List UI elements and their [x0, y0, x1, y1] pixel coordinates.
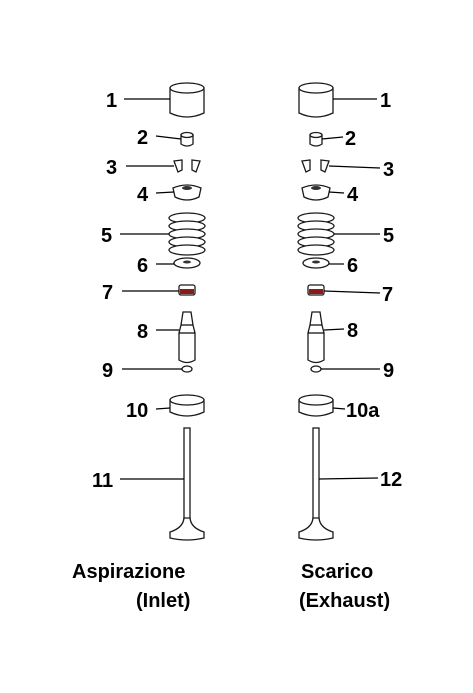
- inlet-valve: [169, 427, 205, 541]
- exhaust-caption-italian: Scarico: [301, 561, 373, 583]
- inlet-caption-english: (Inlet): [136, 590, 190, 612]
- exhaust-label-10a: 10a: [346, 400, 380, 422]
- exhaust-label-12: 12: [380, 469, 402, 491]
- exhaust-label-1: 1: [380, 90, 391, 112]
- inlet-tappet-bucket: [169, 82, 205, 118]
- exhaust-tappet-bucket: [298, 82, 334, 118]
- inlet-label-4: 4: [137, 184, 149, 206]
- exhaust-valve-spring: [297, 212, 335, 256]
- exhaust-valve: [298, 427, 334, 541]
- inlet-label-8: 8: [137, 321, 148, 343]
- exhaust-label-9: 9: [383, 360, 394, 382]
- exhaust-label-3: 3: [383, 159, 394, 181]
- exhaust-label-6: 6: [347, 255, 358, 277]
- exhaust-label-4: 4: [347, 184, 359, 206]
- inlet-valve-seat: [169, 394, 205, 417]
- exhaust-circlip: [310, 365, 322, 373]
- inlet-caption-italian: Aspirazione: [72, 561, 185, 583]
- inlet-label-3: 3: [106, 157, 117, 179]
- inlet-shim: [180, 131, 194, 147]
- inlet-label-9: 9: [102, 360, 113, 382]
- inlet-label-5: 5: [101, 225, 112, 247]
- inlet-label-10: 10: [126, 400, 148, 422]
- inlet-valve-seal: [178, 284, 196, 296]
- inlet-valve-collets: [173, 159, 201, 173]
- inlet-label-2: 2: [137, 127, 148, 149]
- inlet-label-1: 1: [106, 90, 117, 112]
- inlet-valve-spring: [168, 212, 206, 256]
- inlet-valve-guide: [178, 311, 196, 364]
- exhaust-valve-seat: [298, 394, 334, 417]
- exhaust-spring-retainer: [301, 184, 331, 201]
- exhaust-valve-guide: [307, 311, 325, 364]
- inlet-label-7: 7: [102, 282, 113, 304]
- inlet-leader-lines: [120, 98, 184, 480]
- inlet-label-6: 6: [137, 255, 148, 277]
- inlet-spring-seat: [173, 257, 201, 269]
- exhaust-caption-english: (Exhaust): [299, 590, 390, 612]
- exhaust-leader-lines: [318, 98, 381, 480]
- inlet-spring-retainer: [172, 184, 202, 201]
- inlet-label-11: 11: [92, 470, 113, 492]
- exhaust-valve-seal: [307, 284, 325, 296]
- inlet-valve-stack: [168, 82, 206, 541]
- exhaust-label-7: 7: [382, 284, 393, 306]
- exhaust-valve-collets: [301, 159, 330, 173]
- exhaust-label-8: 8: [347, 320, 358, 342]
- exhaust-label-2: 2: [345, 128, 356, 150]
- exhaust-label-5: 5: [383, 225, 394, 247]
- exhaust-spring-seat: [302, 257, 330, 269]
- inlet-circlip: [181, 365, 193, 373]
- exhaust-shim: [309, 131, 323, 147]
- exhaust-valve-stack: [297, 82, 335, 541]
